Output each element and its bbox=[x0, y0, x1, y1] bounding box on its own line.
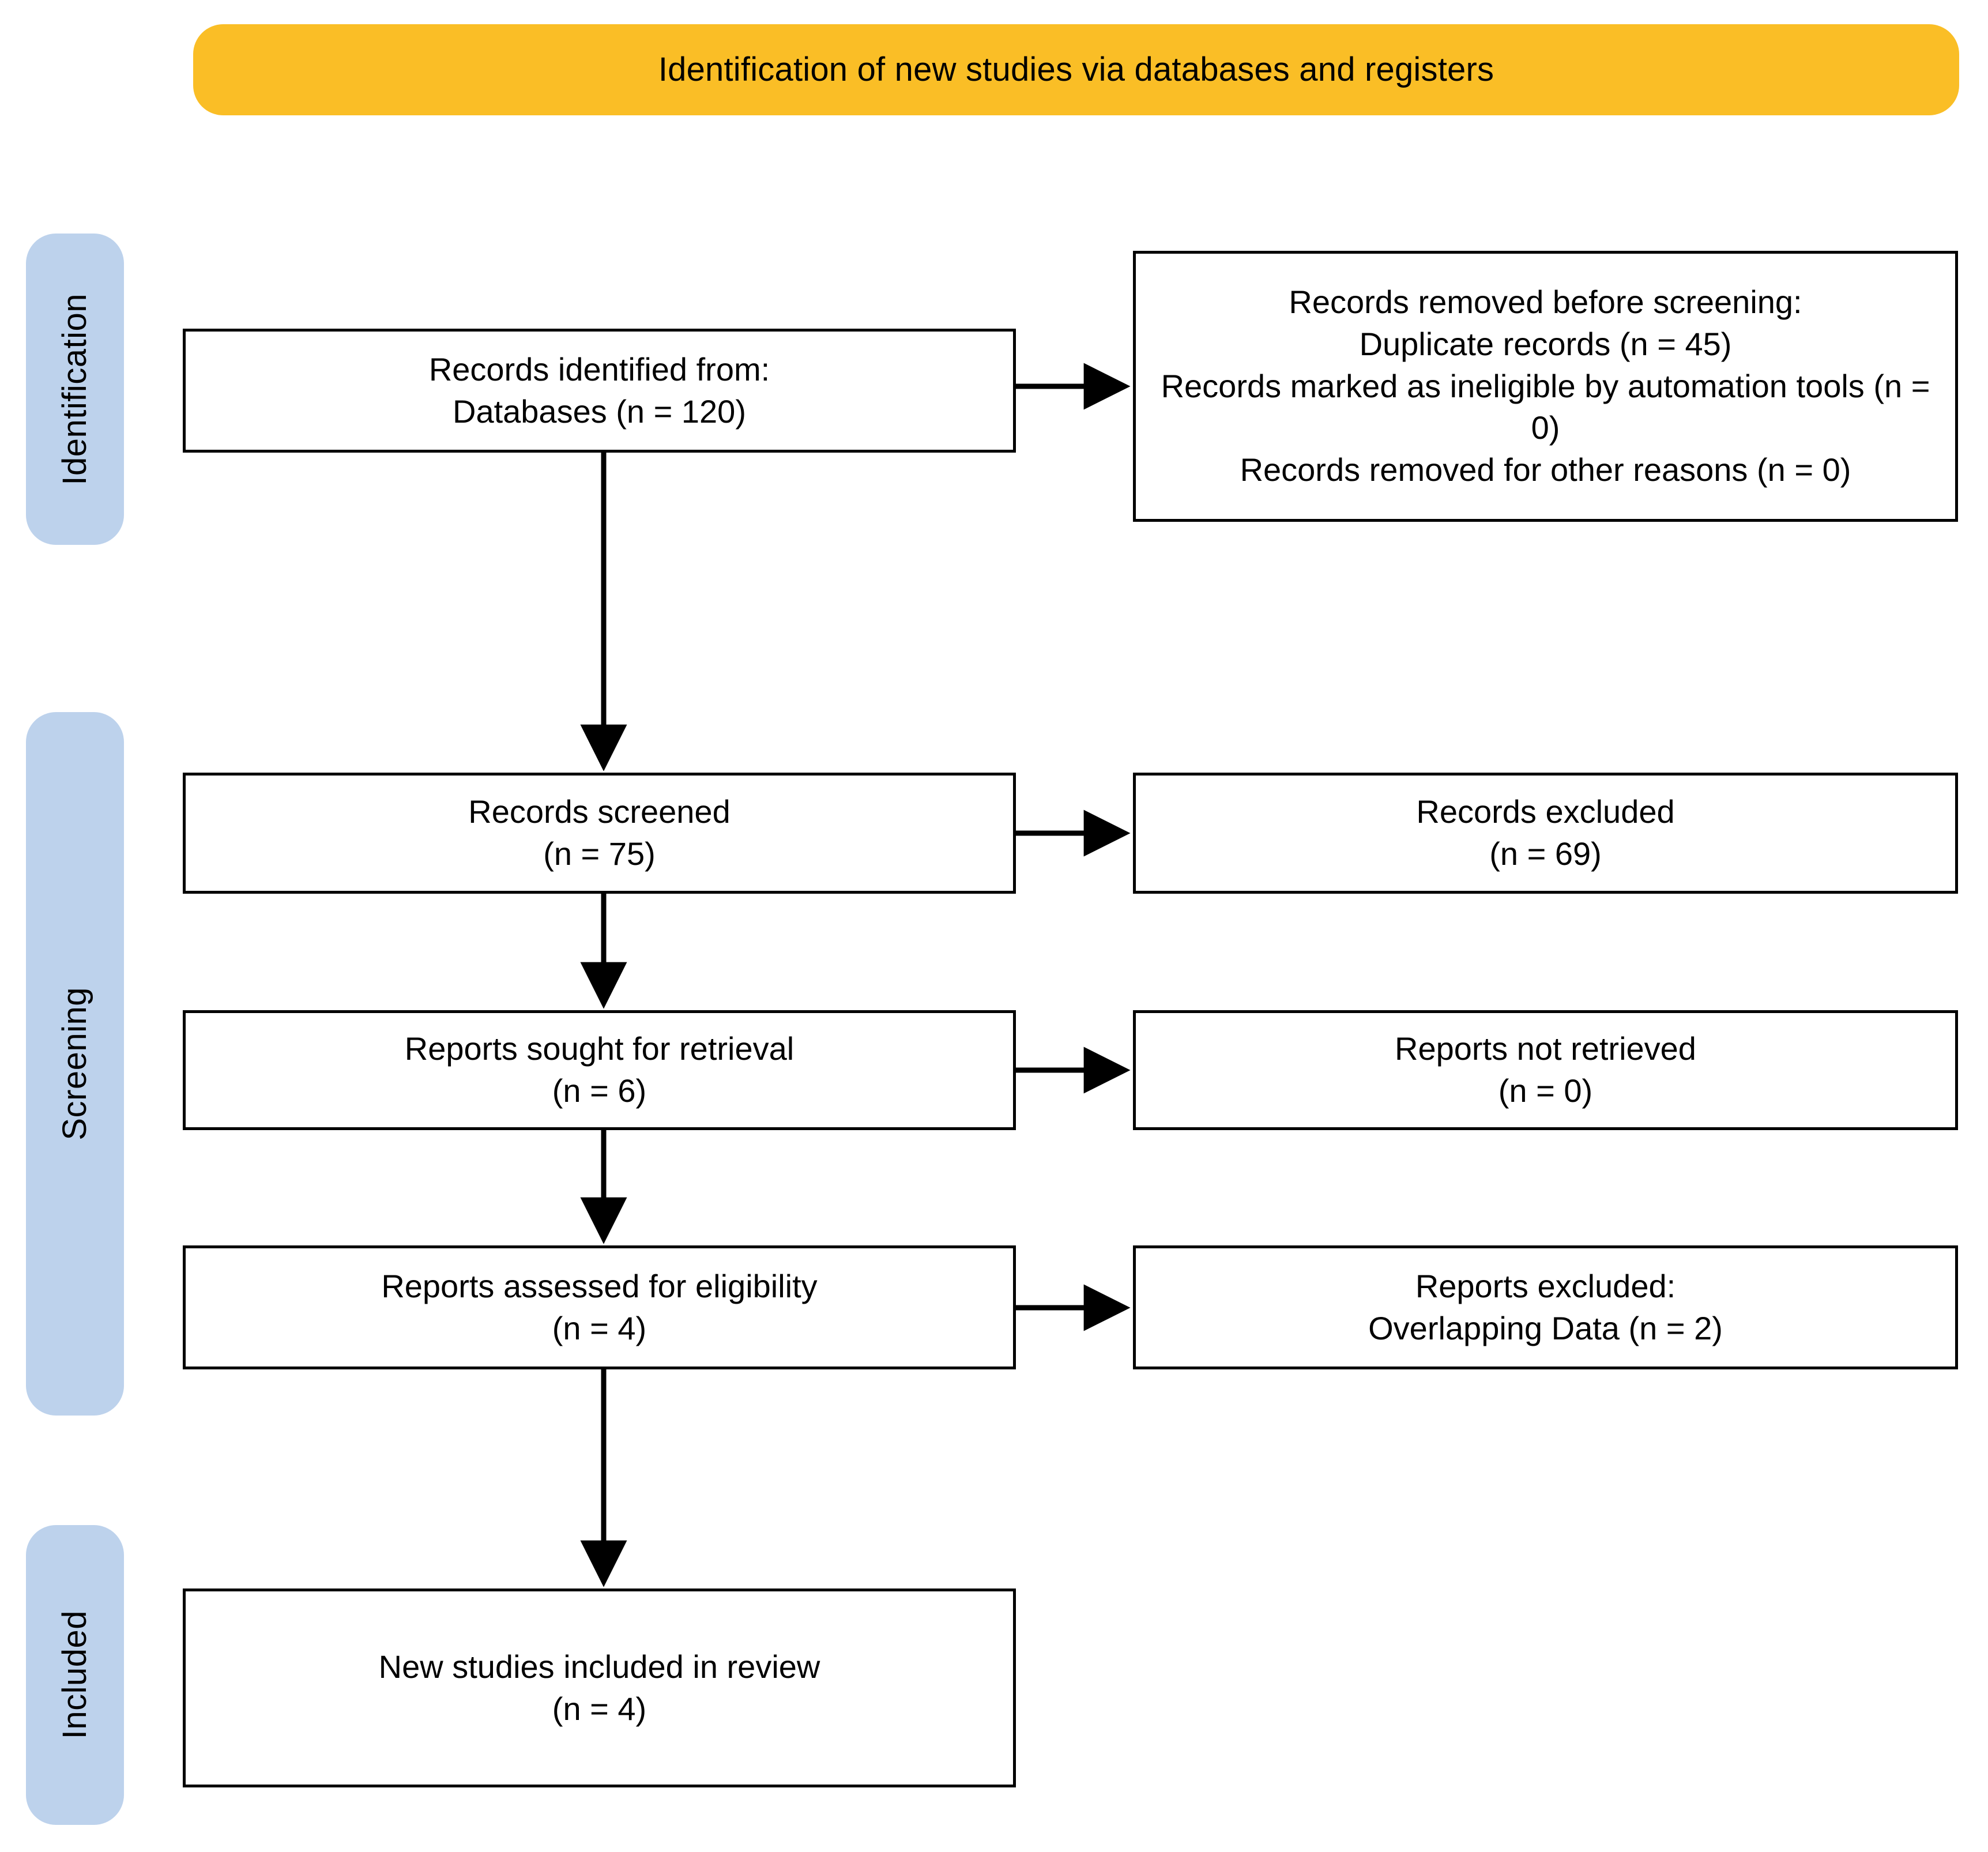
stage-label-identification-text: Identification bbox=[56, 293, 93, 485]
box-records-screened: Records screened (n = 75) bbox=[183, 773, 1016, 894]
box-reports-sought-for-retrieval-text: Reports sought for retrieval (n = 6) bbox=[404, 1030, 795, 1109]
box-new-studies-included-in-review: New studies included in review (n = 4) bbox=[183, 1588, 1016, 1787]
stage-label-included-text: Included bbox=[56, 1610, 93, 1740]
page-title: Identification of new studies via databa… bbox=[658, 51, 1494, 89]
stage-label-screening: Screening bbox=[26, 712, 124, 1416]
box-new-studies-included-in-review-text: New studies included in review (n = 4) bbox=[378, 1648, 820, 1727]
diagram-title-banner: Identification of new studies via databa… bbox=[193, 24, 1959, 115]
box-records-removed-before-screening: Records removed before screening: Duplic… bbox=[1133, 251, 1958, 522]
box-records-excluded-text: Records excluded (n = 69) bbox=[1416, 793, 1675, 872]
box-reports-assessed-for-eligibility: Reports assessed for eligibility (n = 4) bbox=[183, 1245, 1016, 1369]
box-reports-not-retrieved-text: Reports not retrieved (n = 0) bbox=[1395, 1030, 1696, 1109]
box-records-excluded: Records excluded (n = 69) bbox=[1133, 773, 1958, 894]
stage-label-included: Included bbox=[26, 1525, 124, 1825]
box-reports-not-retrieved: Reports not retrieved (n = 0) bbox=[1133, 1010, 1958, 1130]
box-reports-excluded-text: Reports excluded: Overlapping Data (n = … bbox=[1368, 1267, 1723, 1346]
box-records-identified: Records identified from: Databases (n = … bbox=[183, 329, 1016, 453]
box-reports-excluded: Reports excluded: Overlapping Data (n = … bbox=[1133, 1245, 1958, 1369]
box-reports-sought-for-retrieval: Reports sought for retrieval (n = 6) bbox=[183, 1010, 1016, 1130]
box-records-identified-text: Records identified from: Databases (n = … bbox=[428, 351, 770, 430]
box-records-removed-before-screening-text: Records removed before screening: Duplic… bbox=[1161, 284, 1930, 488]
box-reports-assessed-for-eligibility-text: Reports assessed for eligibility (n = 4) bbox=[381, 1267, 818, 1346]
box-records-screened-text: Records screened (n = 75) bbox=[468, 793, 731, 872]
stage-label-identification: Identification bbox=[26, 234, 124, 545]
stage-label-screening-text: Screening bbox=[56, 987, 93, 1140]
